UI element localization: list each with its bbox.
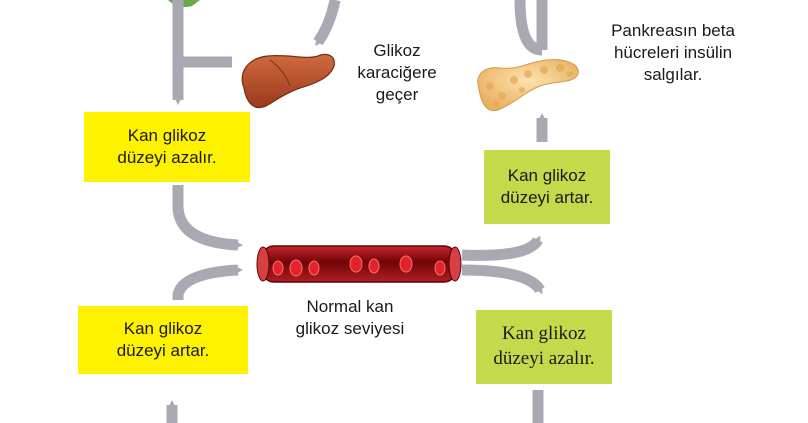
liver-label-line3: geçer bbox=[375, 85, 419, 105]
box-line2: düzeyi azalır. bbox=[493, 348, 595, 369]
blood-vessel-icon bbox=[256, 245, 462, 283]
arrow-vessel-to-green bbox=[461, 235, 543, 261]
box-line2: düzeyi artar. bbox=[500, 188, 594, 207]
pancreas-label: Pankreasın beta hücreleri insülin salgıl… bbox=[588, 20, 758, 86]
arrow-vessel-to-bottomright bbox=[461, 264, 545, 295]
vessel-label-line1: Normal kan bbox=[306, 297, 394, 316]
box-line2: düzeyi artar. bbox=[116, 341, 210, 360]
box-line1: Kan glikoz bbox=[502, 323, 586, 345]
box-glucose-increases-bottom-left: Kan glikoz düzeyi artar. bbox=[78, 306, 248, 374]
liver-label-line2: karaciğere bbox=[357, 63, 437, 83]
box-glucose-decreases-bottom-right: Kan glikoz düzeyi azalır. bbox=[476, 310, 612, 384]
arrow-top-right-curve bbox=[514, 0, 543, 56]
box-line2: düzeyi azalır. bbox=[117, 148, 217, 167]
liver-label-line1: Glikoz bbox=[373, 41, 421, 60]
box-line1: Kan glikoz bbox=[507, 165, 587, 185]
pancreas-label-line3: salgılar. bbox=[643, 65, 703, 85]
flow-arrows bbox=[166, 0, 548, 423]
pancreas-label-line2: hücreleri insülin bbox=[613, 43, 733, 63]
vessel-label: Normal kan glikoz seviyesi bbox=[270, 296, 430, 340]
arrow-box-to-vessel bbox=[172, 185, 243, 251]
arrow-to-liver bbox=[313, 0, 341, 47]
liver-label: Glikoz karaciğere geçer bbox=[342, 40, 452, 106]
box-line1: Kan glikoz bbox=[127, 125, 207, 145]
box-glucose-increases-top-right: Kan glikoz düzeyi artar. bbox=[484, 150, 610, 224]
vessel-label-line2: glikoz seviyesi bbox=[295, 319, 405, 339]
pancreas-icon bbox=[477, 59, 579, 112]
box-glucose-decreases-top-left: Kan glikoz düzeyi azalır. bbox=[84, 112, 250, 182]
pancreas-label-line1: Pankreasın beta bbox=[611, 21, 735, 40]
arrow-bottomleft-to-vessel bbox=[172, 264, 243, 301]
liver-icon bbox=[241, 53, 335, 109]
box-line1: Kan glikoz bbox=[123, 318, 203, 338]
